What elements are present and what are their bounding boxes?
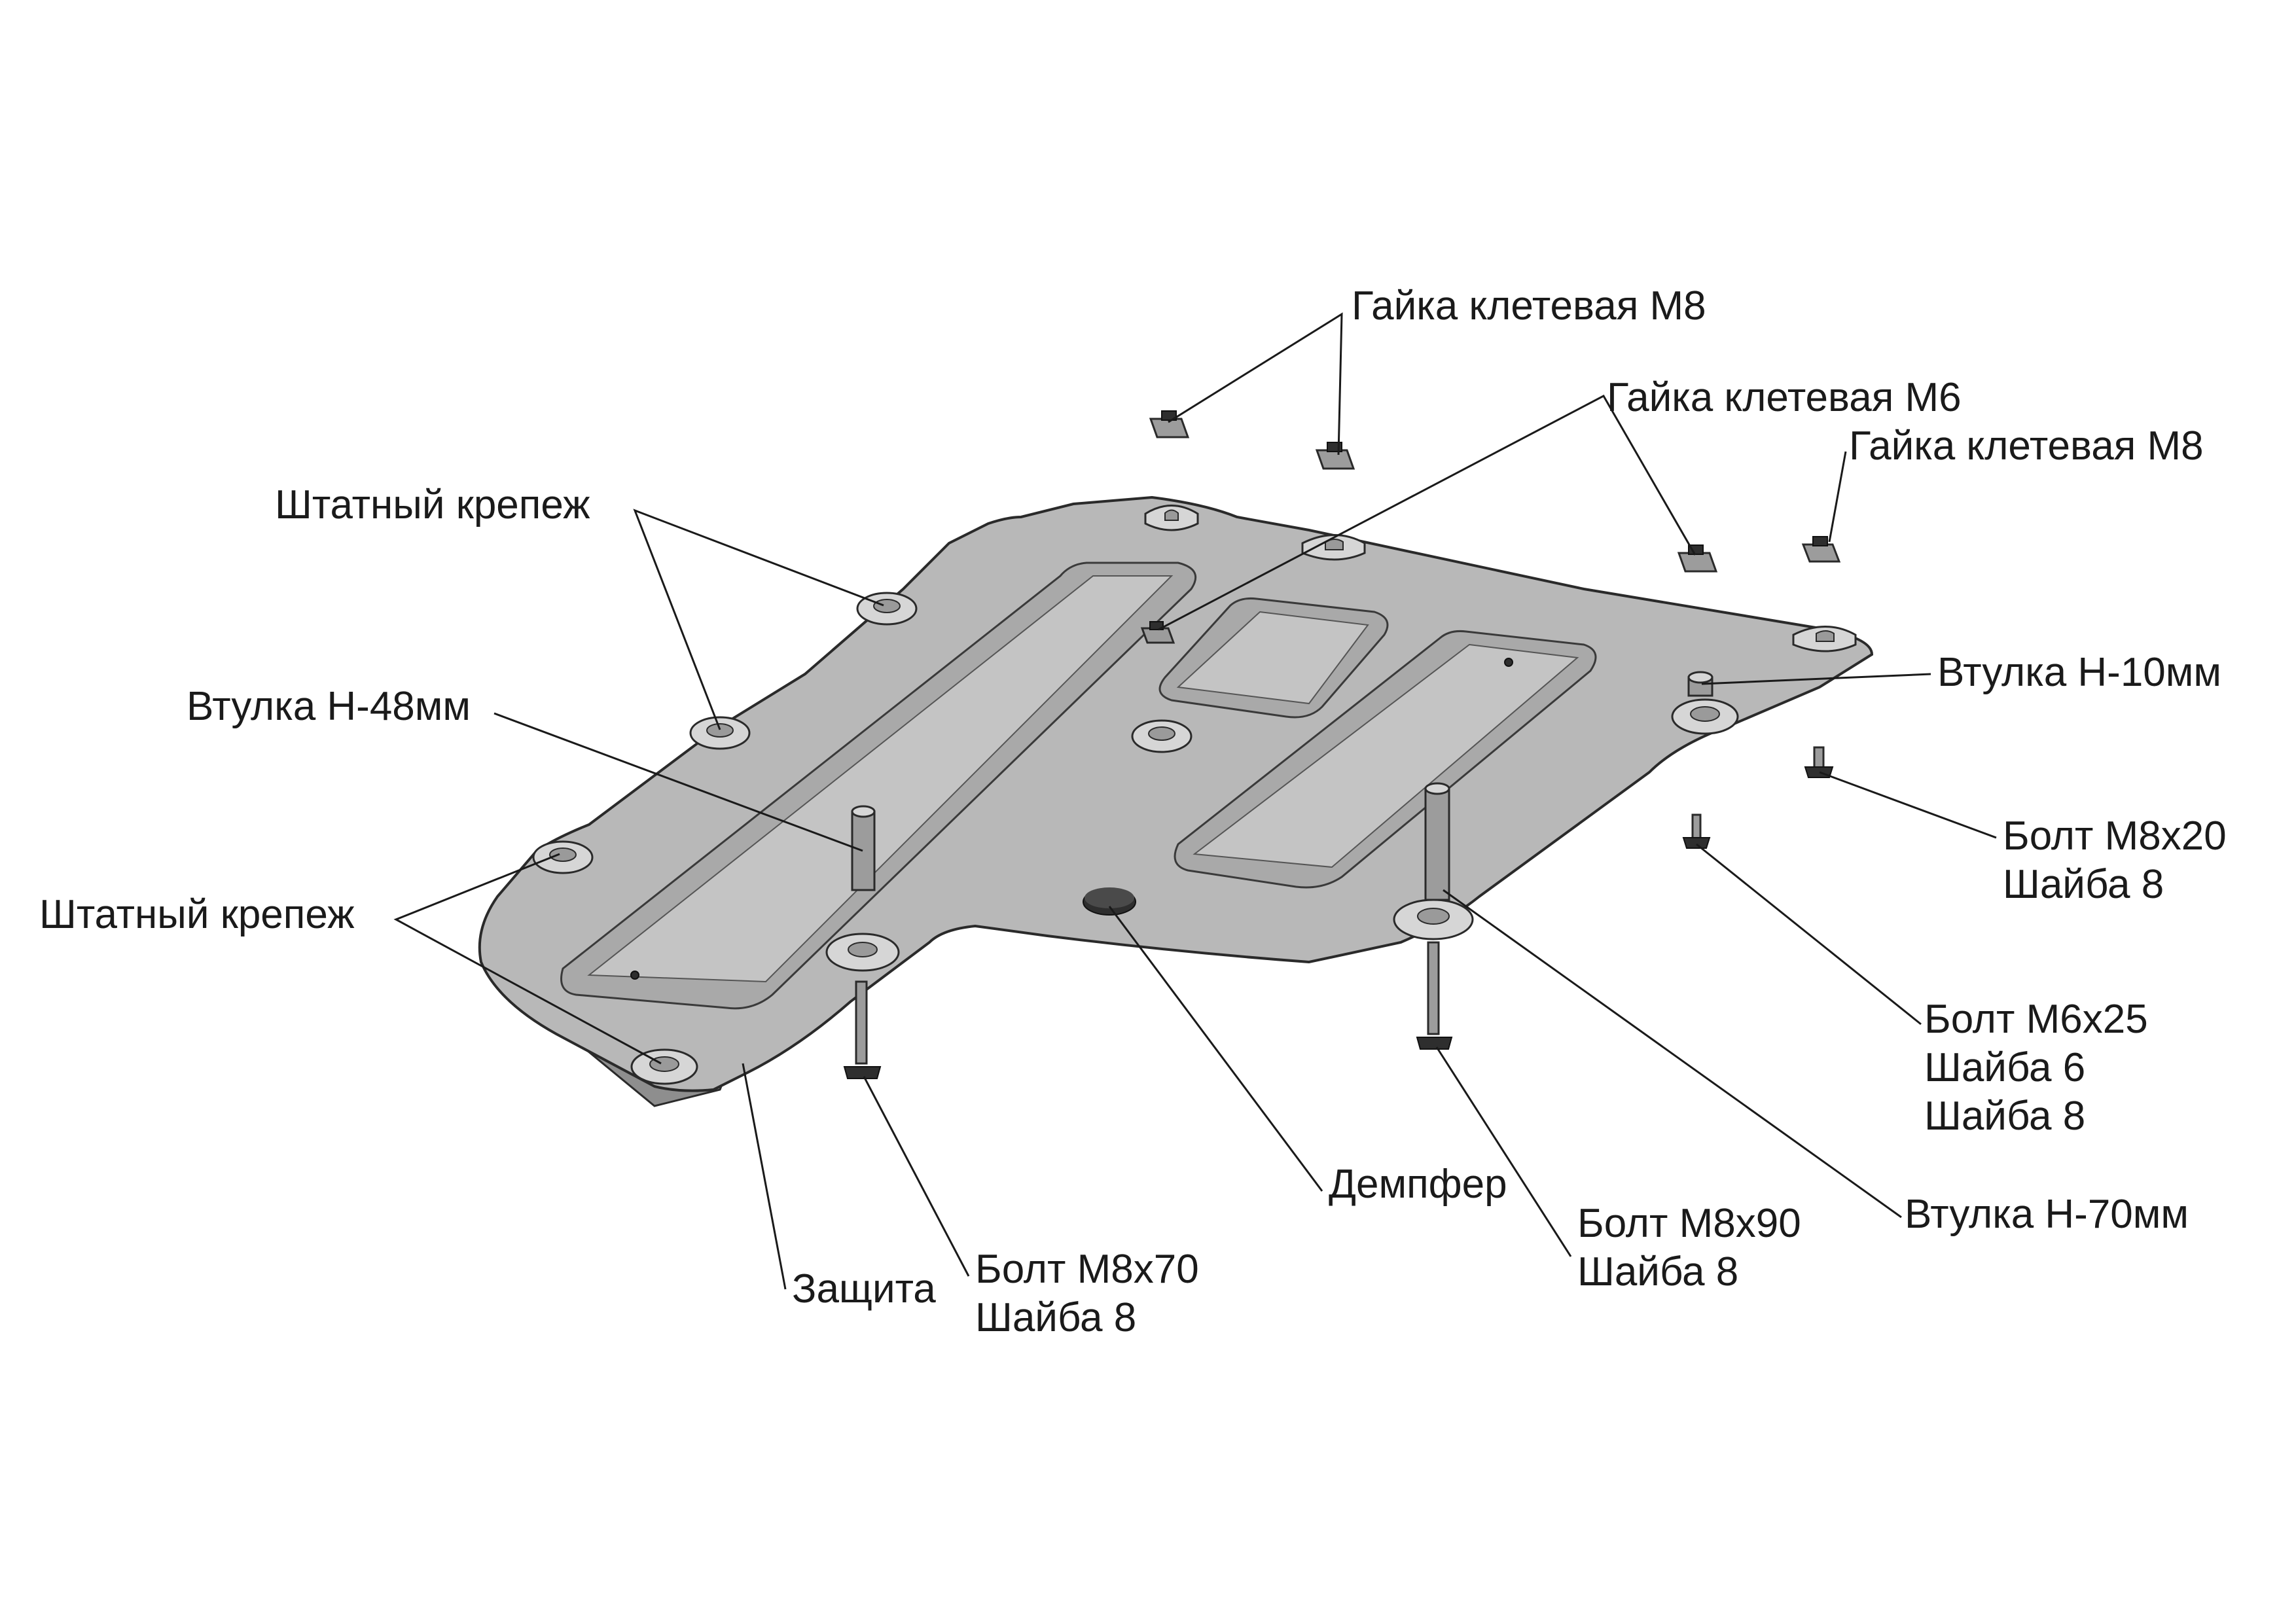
bolt-m8x70-part [843,980,882,1079]
label-bolt-m8x20-line2: Шайба 8 [2003,862,2164,907]
cage-nut-m8-mid [1315,442,1355,470]
leader-nut-m8-top [1168,312,1343,455]
leader-nut-m8-right [1828,451,1847,543]
boss-bolt-m8x70 [825,933,900,972]
boss-std-1 [856,592,918,626]
label-bushing-70: Втулка Н-70мм [1905,1192,2189,1237]
cage-nut-m8-right [1801,536,1841,563]
leader-bolt-m6x25 [1696,843,1922,1026]
label-bolt-m6x25-line3: Шайба 8 [1924,1094,2085,1139]
boss-right [1671,698,1739,735]
leader-damper [1108,906,1323,1192]
leader-std-left [393,853,662,1065]
label-protection: Защита [792,1266,936,1311]
label-bolt-m8x70-line1: Болт М8х70 [975,1247,1199,1292]
bolt-m8x90-part [1416,941,1453,1050]
label-bushing-48: Втулка Н-48мм [187,684,471,729]
label-damper: Демпфер [1329,1162,1507,1207]
label-std-fastener-left: Штатный крепеж [39,892,355,937]
label-bolt-m8x90-line2: Шайба 8 [1577,1249,1738,1294]
label-std-fastener-top: Штатный крепеж [275,482,590,527]
leader-protection [742,1063,787,1290]
boss-std-3 [532,840,594,874]
leader-bushing-48 [493,712,863,852]
leader-lines [393,312,1997,1290]
leader-std-top [633,508,884,730]
leader-bolt-m8x70 [863,1076,970,1277]
plate-hole [1504,658,1513,667]
cage-nut-m6-loose [1677,544,1718,573]
boss-mid [1131,719,1193,753]
label-bolt-m6x25-line2: Шайба 6 [1924,1045,2085,1090]
label-nut-m6: Гайка клетевая М6 [1607,375,1962,420]
bushing-10-part [1687,671,1713,697]
label-bolt-m8x70-line2: Шайба 8 [975,1295,1136,1340]
bolt-m6x25-part [1682,813,1711,849]
leader-nut-m6 [1158,395,1696,631]
label-bolt-m6x25-line1: Болт М6х25 [1924,997,2148,1042]
boss-std-2 [689,716,751,750]
damper-part [1083,887,1136,916]
protection-plate [478,495,1874,1107]
plate-window-center-floor [1176,611,1369,705]
label-nut-m8-top: Гайка клетевая М8 [1352,283,1706,329]
plate-channel-left-floor [587,575,1174,983]
boss-std-4 [630,1048,698,1085]
edge-slot [1301,534,1366,561]
leader-bolt-m8x90 [1435,1046,1572,1257]
leader-bushing-10 [1701,673,1931,685]
cage-nut-m8-left [1149,410,1190,438]
plate-hole [630,971,639,980]
label-nut-m8-right: Гайка клетевая М8 [1849,423,2204,469]
leader-bushing-70 [1443,889,1902,1219]
label-bolt-m8x20-line1: Болт М8х20 [2003,813,2227,859]
bushing-48-part [851,805,876,891]
leader-bolt-m8x20 [1819,771,1997,839]
label-bolt-m8x90-line1: Болт М8х90 [1577,1201,1801,1246]
edge-slot [1792,626,1857,652]
bolt-m8x20-part [1804,746,1834,778]
label-bushing-10: Втулка Н-10мм [1937,650,2221,695]
edge-slot [1144,505,1199,531]
plate-channel-right-floor [1193,643,1579,868]
boss-bolt-m8x90 [1393,899,1474,940]
bushing-70-part [1424,782,1450,901]
